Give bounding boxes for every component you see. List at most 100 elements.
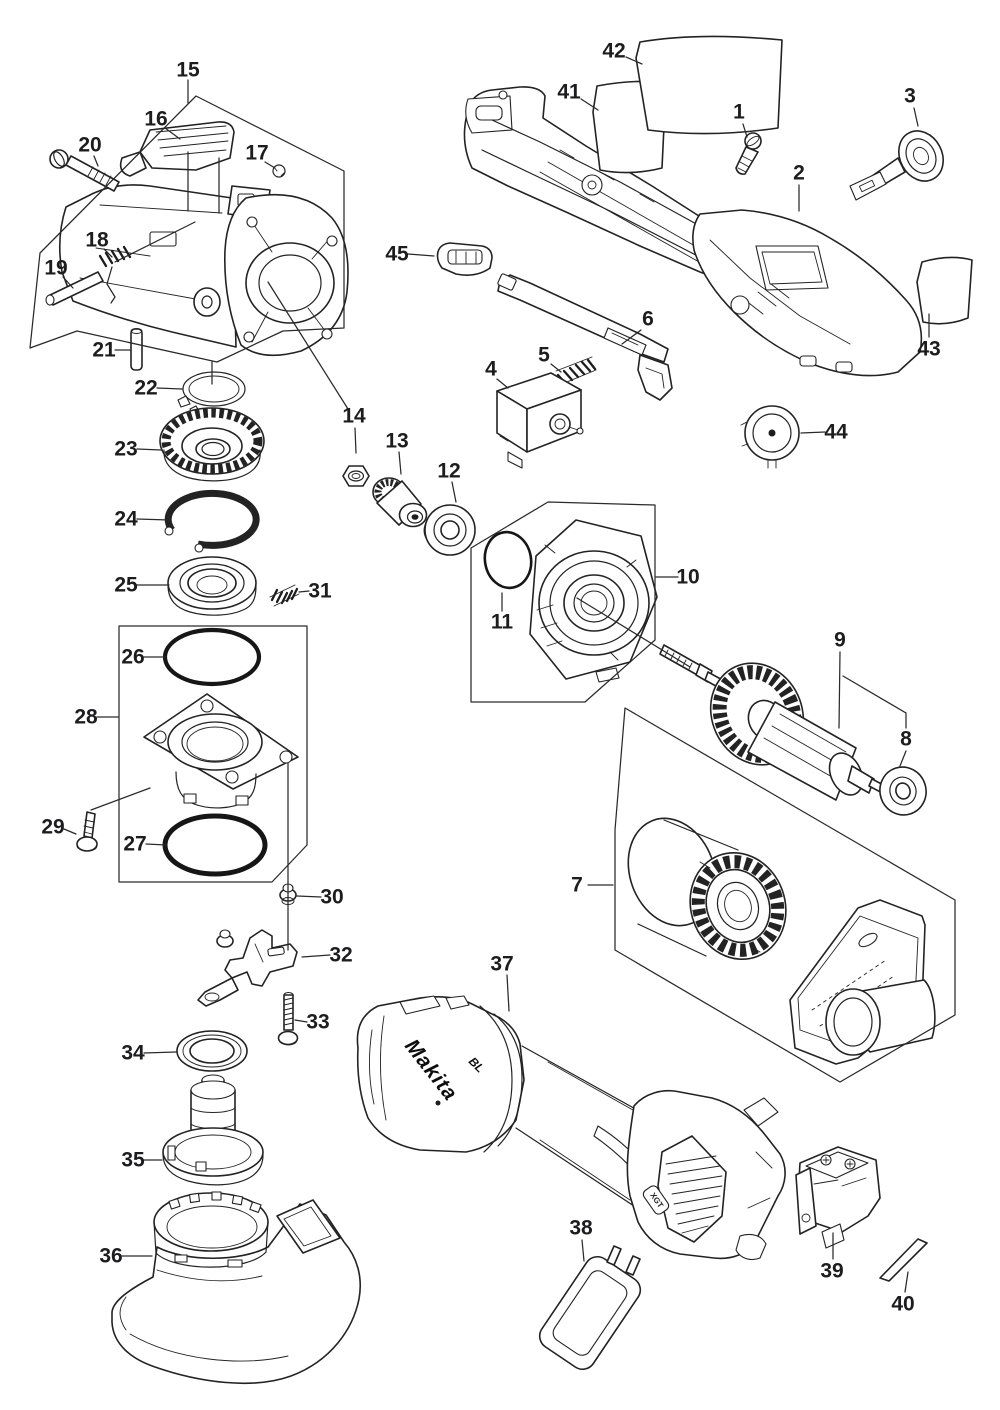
baffle-sleeve — [825, 979, 936, 1056]
bevel-gear-23 — [159, 407, 265, 482]
boundary-7 — [614, 707, 956, 1083]
assembled-grinder-37: XGT Makita BL — [356, 995, 786, 1261]
shaft-lock-bracket-32 — [197, 929, 298, 1007]
leader-34 — [143, 1051, 177, 1054]
lock-lever — [119, 121, 235, 177]
part-number-7: 7 — [571, 874, 583, 897]
controller-4 — [496, 372, 584, 469]
assoc-line-6 — [842, 675, 907, 729]
gasket-frame-38 — [538, 1245, 642, 1371]
leader-31 — [298, 590, 310, 593]
label-sheet-43 — [916, 256, 973, 325]
screw-33 — [277, 991, 299, 1046]
leader-29 — [63, 828, 77, 835]
o-ring-11 — [483, 530, 533, 590]
part-number-13: 13 — [385, 430, 408, 453]
torsion-spring-18 — [98, 245, 132, 304]
part-number-34: 34 — [121, 1042, 145, 1065]
part-number-28: 28 — [74, 706, 98, 729]
part-number-8: 8 — [900, 728, 912, 751]
part-number-10: 10 — [676, 566, 699, 589]
leader-5 — [550, 363, 562, 373]
leader-37 — [506, 974, 510, 1012]
part-number-18: 18 — [85, 229, 109, 252]
part-number-22: 22 — [134, 377, 157, 400]
part-number-17: 17 — [245, 142, 268, 165]
part-number-6: 6 — [642, 308, 654, 331]
leader-18 — [103, 248, 113, 258]
part-number-37: 37 — [490, 953, 513, 976]
part-number-3: 3 — [904, 85, 916, 108]
part-number-27: 27 — [123, 833, 146, 856]
hex-nut-14 — [342, 465, 370, 487]
part-number-4: 4 — [485, 358, 497, 381]
part-number-30: 30 — [320, 886, 343, 909]
part-number-24: 24 — [114, 508, 138, 531]
part-number-23: 23 — [114, 438, 137, 461]
part-number-38: 38 — [569, 1217, 593, 1240]
leader-14 — [354, 427, 357, 454]
part-number-15: 15 — [176, 59, 200, 82]
part-number-32: 32 — [329, 944, 352, 967]
pin-19 — [45, 271, 104, 306]
leader-32 — [301, 954, 331, 958]
leader-24 — [136, 518, 170, 521]
part-number-2: 2 — [793, 162, 805, 185]
felt-ring-34 — [176, 1030, 248, 1072]
part-number-12: 12 — [437, 460, 460, 483]
spring-31 — [269, 584, 300, 607]
assoc-line-1 — [267, 281, 349, 410]
leader-27 — [145, 843, 167, 846]
leader-38 — [581, 1239, 585, 1262]
leader-41 — [580, 98, 599, 111]
circlip-24 — [164, 489, 260, 553]
part-number-40: 40 — [891, 1293, 914, 1316]
screw-29 — [76, 811, 98, 852]
leader-23 — [136, 448, 162, 451]
leader-17 — [264, 161, 276, 169]
bearing-box-10 — [529, 519, 658, 683]
part-number-19: 19 — [44, 257, 67, 280]
part-number-9: 9 — [834, 629, 846, 652]
leader-30 — [296, 895, 322, 898]
terminal-block-39 — [795, 1146, 881, 1249]
armature-9 — [659, 644, 897, 801]
speed-dial-44 — [740, 405, 800, 469]
o-ring-26 — [162, 627, 262, 687]
part-number-31: 31 — [308, 580, 332, 603]
leader-22 — [156, 387, 183, 390]
snap-ring-17 — [272, 164, 286, 178]
leader-3 — [913, 107, 919, 127]
o-ring-27 — [162, 813, 268, 877]
part-number-14: 14 — [342, 405, 366, 428]
ball-bearing-12 — [423, 504, 476, 556]
gear-housing — [58, 184, 349, 357]
leader-16 — [164, 127, 181, 140]
part-number-39: 39 — [820, 1260, 843, 1283]
part-number-29: 29 — [41, 816, 64, 839]
label-sheet-40 — [879, 1238, 928, 1282]
switch-slide-6 — [497, 273, 673, 401]
leader-1 — [742, 123, 748, 138]
boundary-15 — [29, 95, 345, 363]
leader-20 — [93, 155, 99, 167]
pin-21 — [130, 328, 143, 371]
assoc-line-2 — [576, 597, 691, 668]
ball-bearing-25 — [167, 556, 257, 616]
part-number-33: 33 — [306, 1011, 329, 1034]
part-number-21: 21 — [92, 339, 116, 362]
leader-9 — [838, 651, 841, 729]
hex-bolt-20 — [49, 149, 120, 192]
ball-bearing-8 — [879, 766, 927, 816]
leader-19 — [62, 276, 74, 289]
part-number-1: 1 — [733, 101, 745, 124]
part-number-44: 44 — [824, 421, 848, 444]
pinion-gear-13 — [372, 477, 428, 528]
bearing-retainer-28 — [143, 693, 299, 809]
part-number-11: 11 — [491, 611, 514, 634]
button-45 — [436, 242, 493, 276]
wheel-guard-36 — [111, 1191, 361, 1385]
screw-1 — [735, 132, 762, 175]
